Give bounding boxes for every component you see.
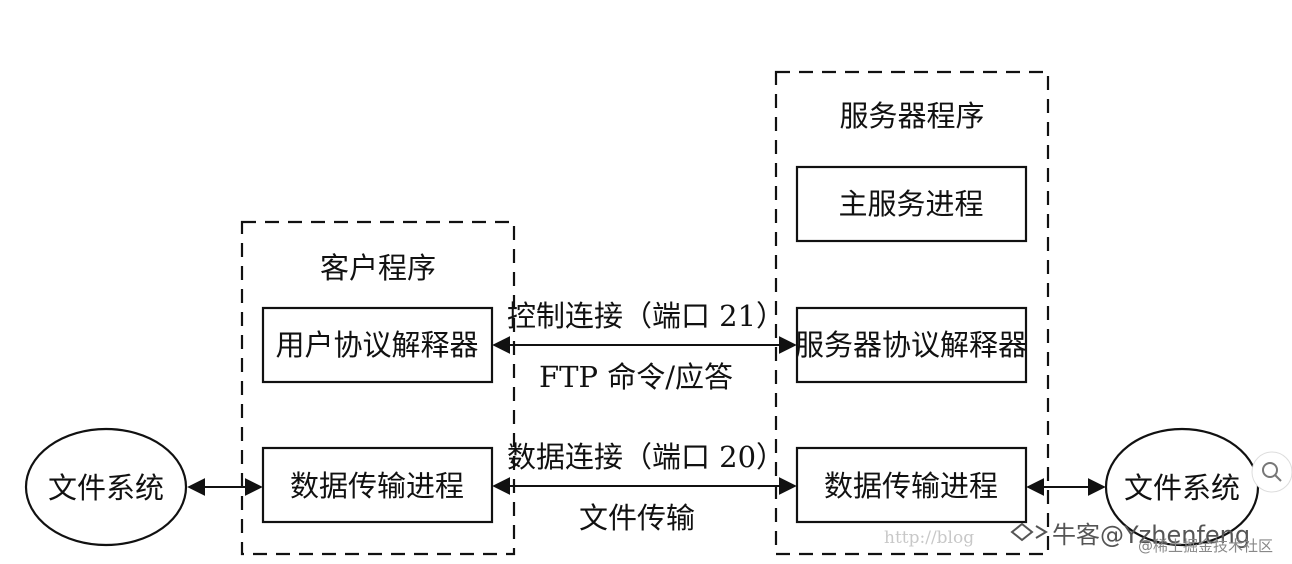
ftp-command-reply-label: FTP 命令/应答 [539,360,733,394]
file-transfer-label: 文件传输 [579,501,695,535]
watermark-text: 牛客@Yzhenfeng [1052,521,1250,549]
right-file-system: 文件系统 [1104,427,1260,547]
server-pi-label: 服务器协议解释器 [795,328,1027,362]
watermark-sub: @稀土掘金技术社区 [1138,537,1273,555]
client-program-group: 客户程序 [240,220,516,556]
client-pi-box: 用户协议解释器 [261,306,494,384]
server-program-group: 服务器程序 [774,70,1050,556]
right-file-system-label: 文件系统 [1124,471,1240,505]
server-dtp-box: 数据传输进程 [795,446,1028,524]
client-dtp-label: 数据传输进程 [290,469,464,503]
server-program-title: 服务器程序 [839,99,984,133]
watermark-url: http://blog [884,528,974,548]
zoom-button[interactable] [1251,451,1292,493]
left-file-system-label: 文件系统 [48,471,164,505]
client-dtp-box: 数据传输进程 [261,446,494,524]
search-icon [1262,462,1282,482]
server-main-process-box: 主服务进程 [795,165,1028,243]
left-file-system: 文件系统 [24,427,188,547]
server-main-process-label: 主服务进程 [838,187,983,221]
server-pi-box: 服务器协议解释器 [795,306,1028,384]
server-dtp-label: 数据传输进程 [824,469,998,503]
nowcoder-logo-icon [1010,522,1048,542]
control-connection-label: 控制连接（端口 21） [507,299,785,333]
client-program-title: 客户程序 [320,251,436,285]
client-pi-label: 用户协议解释器 [275,328,478,362]
data-connection-label: 数据连接（端口 20） [507,440,785,474]
